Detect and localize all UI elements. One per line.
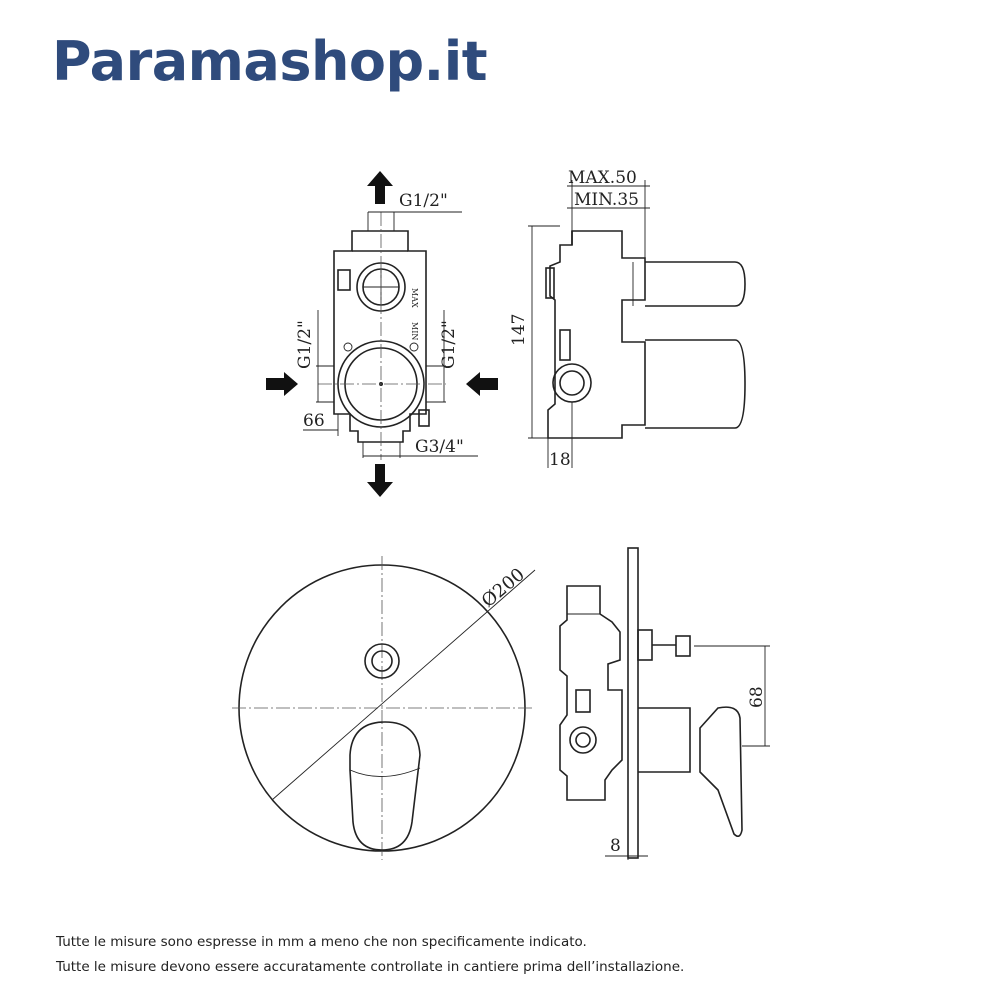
valve-body-outline: [333, 230, 427, 443]
lever-offset-label: 68: [747, 686, 767, 708]
assembly-port-inner: [575, 732, 591, 748]
inlet-right-arrow: [466, 372, 498, 396]
note-line-1: Tutte le misure sono espresse in mm a me…: [56, 934, 587, 950]
body-front-view: MAX MIN G1/2" G1/2" G1/2" 66: [266, 171, 498, 497]
body-bottom-tab: [418, 409, 430, 427]
cartridge-lower: [645, 339, 746, 429]
stem-knob: [675, 635, 691, 657]
lever-edge: [349, 767, 421, 777]
side-offset-label: 18: [549, 450, 571, 470]
diverter-knob-inner: [371, 650, 393, 672]
plate-diameter-label: Ø200: [478, 564, 529, 612]
note-line-2: Tutte le misure devono essere accuratame…: [56, 959, 685, 975]
lever-base: [638, 707, 691, 773]
side-port-inner: [559, 370, 585, 396]
assembly-port-outer: [569, 726, 597, 754]
assembly-bracket: [575, 689, 591, 713]
plate-thickness-label: 8: [610, 836, 621, 856]
assembly-body-outline: [559, 585, 623, 801]
diameter-line: [271, 569, 536, 801]
bottom-connection-label: G3/4": [415, 437, 464, 457]
side-body-outline: [547, 230, 646, 439]
side-bracket: [559, 329, 571, 361]
lever-side: [699, 706, 743, 838]
min-mark: MIN: [410, 322, 419, 340]
side-port-outer: [552, 363, 592, 403]
assembly-side-view: 68 8: [559, 547, 770, 860]
outlet-up-arrow: [367, 171, 393, 204]
body-side-view: MAX.50 MIN.35 147 18: [509, 168, 746, 470]
diverter-knob-outer: [364, 643, 400, 679]
side-clip: [545, 267, 555, 299]
inlet-left-arrow: [266, 372, 298, 396]
right-connection-label: G1/2": [439, 320, 459, 369]
mount-hole-right: [409, 342, 419, 352]
plate-front-view: Ø200: [232, 556, 536, 860]
max-depth-label: MAX.50: [568, 168, 637, 188]
width-label: 66: [303, 411, 325, 431]
body-left-tab: [337, 269, 351, 291]
stem-collar: [637, 629, 653, 661]
cartridge-upper: [645, 261, 746, 307]
height-label: 147: [509, 314, 529, 346]
outlet-down-arrow: [367, 464, 393, 497]
brand-logo: Paramashop.it: [52, 30, 488, 93]
min-depth-label: MIN.35: [574, 190, 639, 210]
mixer-lever: [349, 721, 421, 851]
max-mark: MAX: [410, 288, 419, 308]
mount-hole-left: [343, 342, 353, 352]
plate-section: [627, 547, 639, 859]
left-connection-label: G1/2": [295, 320, 315, 369]
top-connection-label: G1/2": [399, 191, 448, 211]
